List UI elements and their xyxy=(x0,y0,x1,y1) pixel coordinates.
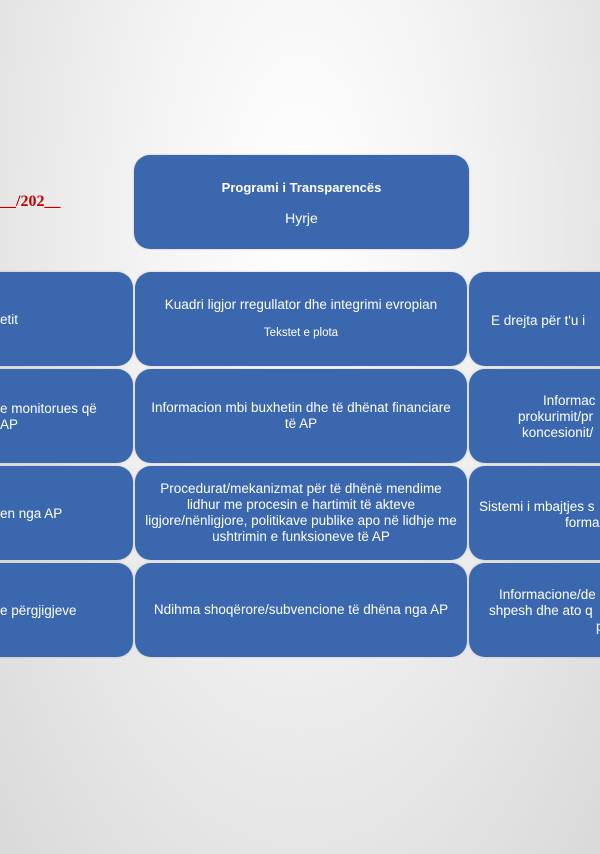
left-box-1[interactable]: etit xyxy=(0,272,133,366)
left-box-text: e monitorues që xyxy=(0,401,97,416)
right-box-3[interactable]: Sistemi i mbajtjes s forma xyxy=(469,466,600,560)
left-box-text: en nga AP xyxy=(0,506,63,521)
program-title: Programi i Transparencës xyxy=(221,180,382,195)
right-box-text: Informac xyxy=(543,393,596,408)
left-box-text: e përgjigjeve xyxy=(0,603,77,618)
right-box-text: pu xyxy=(596,619,600,634)
left-box-3[interactable]: en nga AP xyxy=(0,466,133,560)
procedures-box[interactable]: Procedurat/mekanizmat për të dhënë mendi… xyxy=(135,466,467,560)
program-subtitle: Hyrje xyxy=(285,210,318,226)
right-box-text: shpesh dhe ato q xyxy=(489,603,593,618)
right-box-4[interactable]: Informacione/de shpesh dhe ato q pu xyxy=(469,563,600,657)
right-box-text: E drejta për t'u i xyxy=(491,313,586,328)
box-text: Ndihma shoqërore/subvencione të dhëna ng… xyxy=(153,602,449,617)
budget-info-box[interactable]: Informacion mbi buxhetin dhe të dhënat f… xyxy=(135,369,467,463)
right-box-text: forma xyxy=(565,515,600,530)
date-fragment: __/202__ xyxy=(0,193,61,210)
left-box-text: etit xyxy=(0,312,19,327)
transparency-program-box[interactable]: Programi i Transparencës Hyrje xyxy=(134,155,469,249)
right-box-text: Sistemi i mbajtjes s xyxy=(479,499,595,514)
box-text: Informacion mbi buxhetin dhe të dhënat f… xyxy=(151,400,451,431)
right-box-text: koncesionit/ xyxy=(522,425,594,440)
left-box-4[interactable]: e përgjigjeve xyxy=(0,563,133,657)
right-box-text: Informacione/de xyxy=(499,587,596,602)
right-box-1[interactable]: E drejta për t'u i xyxy=(469,272,600,366)
full-texts-link[interactable]: Tekstet e plota xyxy=(263,327,339,339)
legal-framework-box[interactable]: Kuadri ligjor rregullator dhe integrimi … xyxy=(135,272,467,366)
box-text: Procedurat/mekanizmat për të dhënë mendi… xyxy=(145,481,457,544)
social-aid-box[interactable]: Ndihma shoqërore/subvencione të dhëna ng… xyxy=(135,563,467,657)
left-box-2[interactable]: e monitorues që AP xyxy=(0,369,133,463)
left-box-text: AP xyxy=(0,417,19,432)
right-box-text: prokurimit/pr xyxy=(518,409,594,424)
box-text: Kuadri ligjor rregullator dhe integrimi … xyxy=(164,297,438,312)
right-box-2[interactable]: Informac prokurimit/pr koncesionit/ xyxy=(469,369,600,463)
